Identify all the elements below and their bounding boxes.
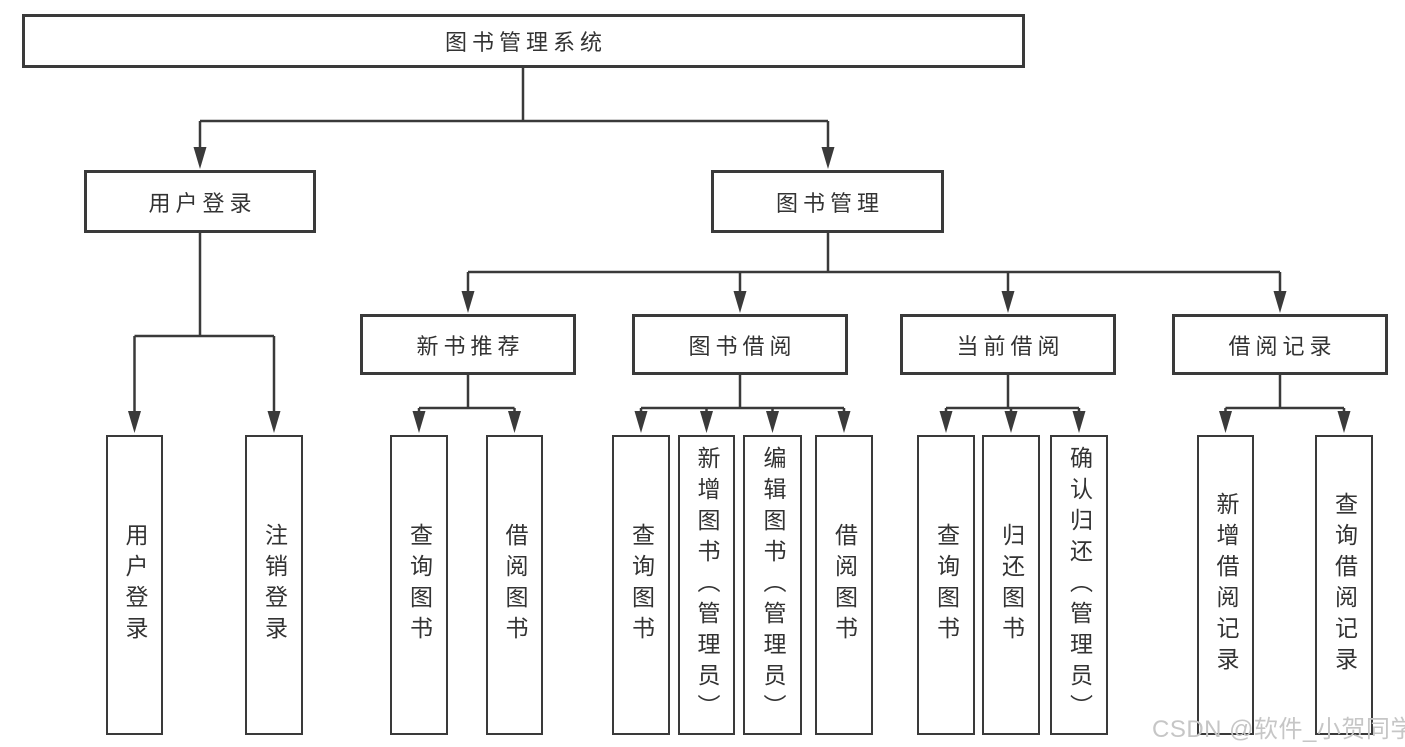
node-leaf-user-login: 用户登录 <box>106 435 163 735</box>
csdn-watermark: CSDN @软件_小贺同学 <box>1152 716 1405 743</box>
node-book-borrow: 图书借阅 <box>632 314 848 375</box>
node-label: 新书推荐 <box>416 333 525 359</box>
node-leaf-edit-books-admin: 编辑图书（管理员） <box>743 435 802 735</box>
connector-borrow-record <box>1224 375 1346 414</box>
node-label: 新增借阅记录 <box>1213 492 1239 678</box>
node-leaf-add-borrow-record: 新增借阅记录 <box>1197 435 1254 735</box>
node-label: 图书管理 <box>775 190 884 216</box>
connector-new-book-recommend <box>417 375 516 414</box>
node-book-management-system: 图书管理系统 <box>22 14 1025 68</box>
node-leaf-borrow-books-2: 借阅图书 <box>815 435 873 735</box>
node-label: 新增图书（管理员） <box>694 445 720 725</box>
node-leaf-query-books-3: 查询图书 <box>917 435 975 735</box>
node-label: 归还图书 <box>998 523 1025 647</box>
connector-book-management <box>466 233 1282 293</box>
node-leaf-query-borrow-record: 查询借阅记录 <box>1315 435 1373 735</box>
node-leaf-borrow-books-1: 借阅图书 <box>486 435 543 735</box>
connector-user-login <box>133 233 276 413</box>
connector-current-borrow <box>944 375 1081 414</box>
node-label: 查询借阅记录 <box>1331 492 1358 678</box>
connector-book-borrow <box>639 375 846 414</box>
node-label: 确认归还（管理员） <box>1066 445 1093 725</box>
node-leaf-logout: 注销登录 <box>245 435 303 735</box>
node-label: 借阅记录 <box>1228 333 1337 359</box>
node-borrow-record: 借阅记录 <box>1172 314 1388 375</box>
node-label: 查询图书 <box>933 523 960 647</box>
node-label: 用户登录 <box>148 190 257 216</box>
node-label: 当前借阅 <box>956 333 1065 359</box>
connector-root <box>198 68 830 150</box>
node-label: 编辑图书（管理员） <box>760 445 786 725</box>
node-label: 用户登录 <box>122 523 148 647</box>
node-label: 借阅图书 <box>502 523 528 647</box>
node-current-borrow: 当前借阅 <box>900 314 1116 375</box>
node-leaf-confirm-return-admin: 确认归还（管理员） <box>1050 435 1108 735</box>
node-label: 注销登录 <box>261 523 288 647</box>
node-label: 借阅图书 <box>831 523 858 647</box>
node-label: 图书管理系统 <box>444 30 607 55</box>
node-leaf-return-books: 归还图书 <box>982 435 1040 735</box>
node-label: 查询图书 <box>406 523 433 647</box>
arrowheads <box>128 147 1351 433</box>
node-label: 查询图书 <box>628 523 655 647</box>
node-new-book-recommend: 新书推荐 <box>360 314 576 375</box>
node-leaf-add-books-admin: 新增图书（管理员） <box>678 435 735 735</box>
node-label: 图书借阅 <box>688 333 797 359</box>
node-book-management: 图书管理 <box>711 170 944 233</box>
node-leaf-query-books-1: 查询图书 <box>390 435 448 735</box>
node-user-login: 用户登录 <box>84 170 316 233</box>
node-leaf-query-books-2: 查询图书 <box>612 435 670 735</box>
